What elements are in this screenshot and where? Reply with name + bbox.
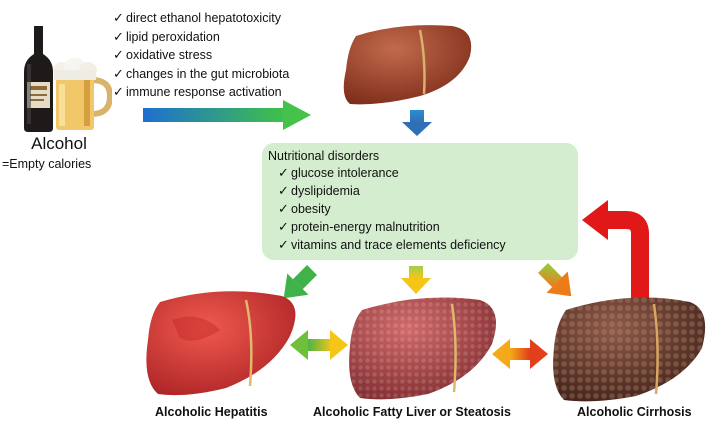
liver-icon (553, 297, 706, 402)
nutrition-label: dyslipidemia (291, 184, 360, 198)
mechanism-item: ✓changes in the gut microbiota (113, 65, 289, 84)
nutrition-label: obesity (291, 202, 331, 216)
check-icon: ✓ (113, 47, 124, 63)
mechanism-item: ✓direct ethanol hepatotoxicity (113, 9, 289, 28)
arrow-nutrition-to-hepatitis (283, 265, 317, 299)
nutrition-item: ✓vitamins and trace elements deficiency (278, 236, 578, 254)
stage-label-hepatitis: Alcoholic Hepatitis (155, 405, 268, 419)
alcohol-figure (24, 26, 112, 132)
check-icon: ✓ (278, 219, 289, 234)
nutrition-box: Nutritional disorders ✓glucose intoleran… (262, 143, 578, 260)
check-icon: ✓ (113, 28, 124, 44)
nutrition-title: Nutritional disorders (268, 149, 380, 163)
liver-icon (146, 291, 296, 396)
mechanism-label: direct ethanol hepatotoxicity (126, 11, 281, 25)
arrow-nutrition-to-steatosis (401, 266, 431, 294)
nutrition-list: ✓glucose intolerance ✓dyslipidemia ✓obes… (268, 164, 578, 254)
nutrition-item: ✓obesity (278, 200, 578, 218)
check-icon: ✓ (278, 183, 289, 198)
arrow-hepatitis-steatosis (290, 330, 348, 360)
mechanism-label: oxidative stress (126, 48, 213, 63)
mechanism-label: changes in the gut microbiota (126, 66, 290, 81)
nutrition-item: ✓glucose intolerance (278, 164, 578, 182)
check-icon: ✓ (278, 201, 289, 216)
mechanism-label: immune response activation (126, 85, 282, 100)
arrow-alcohol-to-liver (143, 100, 311, 130)
wine-bottle-icon (24, 26, 53, 132)
mechanism-item: ✓lipid peroxidation (113, 28, 289, 47)
mechanism-list: ✓direct ethanol hepatotoxicity ✓lipid pe… (113, 9, 289, 102)
mechanism-item: ✓oxidative stress (113, 46, 289, 65)
nutrition-label: glucose intolerance (291, 166, 399, 180)
stage-label-steatosis: Alcoholic Fatty Liver or Steatosis (313, 405, 511, 419)
nutrition-label: vitamins and trace elements deficiency (291, 238, 506, 252)
stage-label-cirrhosis: Alcoholic Cirrhosis (577, 405, 692, 419)
liver-icon (343, 25, 472, 105)
liver-icon (349, 297, 496, 400)
check-icon: ✓ (113, 84, 124, 100)
arrow-nutrition-to-cirrhosis (538, 263, 572, 297)
nutrition-label: protein-energy malnutrition (291, 220, 440, 234)
nutrition-item: ✓dyslipidemia (278, 182, 578, 200)
alcohol-subtitle: =Empty calories (2, 157, 92, 171)
check-icon: ✓ (278, 165, 289, 180)
arrow-cirrhosis-to-nutrition (582, 200, 649, 298)
beer-mug-icon (53, 58, 112, 130)
arrow-liver-to-nutrition (402, 110, 432, 136)
check-icon: ✓ (278, 237, 289, 252)
mechanism-item: ✓immune response activation (113, 83, 289, 102)
check-icon: ✓ (113, 65, 124, 81)
check-icon: ✓ (113, 10, 124, 25)
arrow-steatosis-cirrhosis (492, 339, 548, 369)
alcohol-title: Alcohol (31, 134, 87, 153)
mechanism-label: lipid peroxidation (126, 29, 220, 44)
nutrition-item: ✓protein-energy malnutrition (278, 218, 578, 236)
